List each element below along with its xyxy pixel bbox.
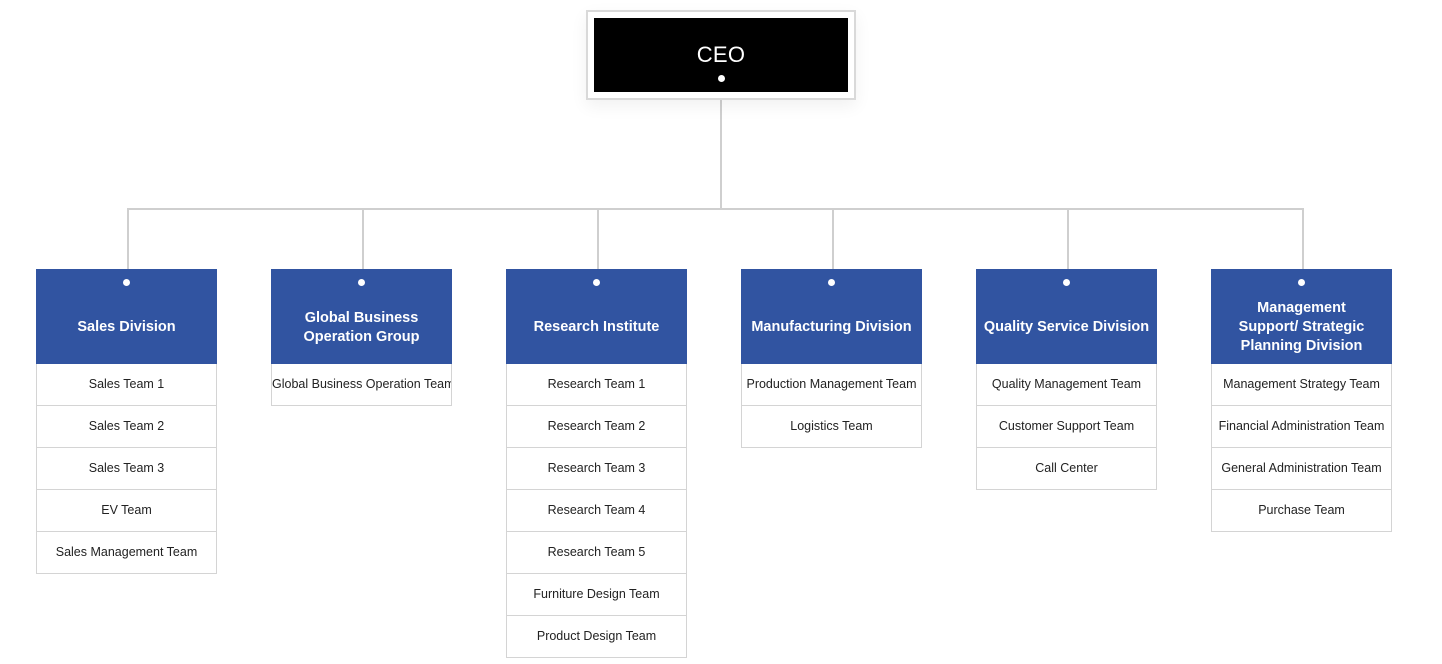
connector-dot <box>1297 279 1305 286</box>
team-item: Sales Team 3 <box>37 448 216 490</box>
division-connector-line <box>1067 208 1069 270</box>
ceo-label: CEO <box>696 42 746 67</box>
connector-dot <box>122 279 130 286</box>
team-list: Management Strategy Team Financial Admin… <box>1211 364 1392 532</box>
division-connector-line <box>362 208 364 270</box>
team-item: Call Center <box>977 448 1156 490</box>
team-item: Purchase Team <box>1212 490 1391 532</box>
ceo-connector-line <box>720 98 722 209</box>
team-list: Quality Management Team Customer Support… <box>976 364 1157 490</box>
division-connector-line <box>1302 208 1304 270</box>
team-item: Global Business Operation Team <box>272 364 451 406</box>
team-item: Customer Support Team <box>977 406 1156 448</box>
team-item: Research Team 1 <box>507 364 686 406</box>
team-item: Furniture Design Team <box>507 574 686 616</box>
team-list: Research Team 1 Research Team 2 Research… <box>506 364 687 658</box>
team-list: Global Business Operation Team <box>271 364 452 406</box>
division-research: Research Institute Research Team 1 Resea… <box>506 269 687 658</box>
team-item: Management Strategy Team <box>1212 364 1391 406</box>
team-item: Production Management Team <box>742 364 921 406</box>
division-management-support: Management Support/ Strategic Planning D… <box>1211 269 1392 532</box>
team-item: General Administration Team <box>1212 448 1391 490</box>
team-list: Sales Team 1 Sales Team 2 Sales Team 3 E… <box>36 364 217 574</box>
division-title: Global Business Operation Group <box>303 309 420 345</box>
division-title: Manufacturing Division <box>751 319 912 335</box>
team-item: Research Team 4 <box>507 490 686 532</box>
team-item: Research Team 5 <box>507 532 686 574</box>
team-item: Logistics Team <box>742 406 921 448</box>
team-item: Quality Management Team <box>977 364 1156 406</box>
division-quality-service: Quality Service Division Quality Managem… <box>976 269 1157 490</box>
team-item: Research Team 3 <box>507 448 686 490</box>
division-sales: Sales Division Sales Team 1 Sales Team 2… <box>36 269 217 574</box>
ceo-node: CEO <box>586 10 856 100</box>
division-header: Research Institute <box>506 269 687 364</box>
division-header: Sales Division <box>36 269 217 364</box>
division-connector-line <box>832 208 834 270</box>
horizontal-connector-line <box>127 208 1304 210</box>
division-header: Quality Service Division <box>976 269 1157 364</box>
connector-dot <box>1062 279 1070 286</box>
division-header: Manufacturing Division <box>741 269 922 364</box>
division-title: Management Support/ Strategic Planning D… <box>1238 300 1365 354</box>
connector-dot <box>357 279 365 286</box>
ceo-box: CEO <box>594 18 848 92</box>
connector-dot <box>827 279 835 286</box>
connector-dot <box>718 75 725 82</box>
team-item: EV Team <box>37 490 216 532</box>
team-item: Research Team 2 <box>507 406 686 448</box>
division-title: Sales Division <box>77 319 176 335</box>
division-global-business: Global Business Operation Group Global B… <box>271 269 452 406</box>
team-item: Sales Management Team <box>37 532 216 574</box>
division-header: Management Support/ Strategic Planning D… <box>1211 269 1392 364</box>
division-connector-line <box>127 208 129 270</box>
division-connector-line <box>597 208 599 270</box>
team-item: Product Design Team <box>507 616 686 658</box>
division-title: Quality Service Division <box>983 319 1150 335</box>
connector-dot <box>592 279 600 286</box>
team-list: Production Management Team Logistics Tea… <box>741 364 922 448</box>
division-manufacturing: Manufacturing Division Production Manage… <box>741 269 922 448</box>
division-header: Global Business Operation Group <box>271 269 452 364</box>
team-item: Sales Team 1 <box>37 364 216 406</box>
team-item: Sales Team 2 <box>37 406 216 448</box>
team-item: Financial Administration Team <box>1212 406 1391 448</box>
division-title: Research Institute <box>533 319 660 335</box>
